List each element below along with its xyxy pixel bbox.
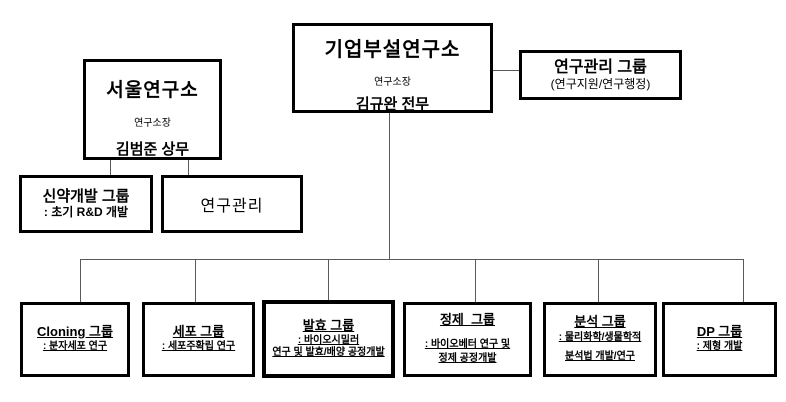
org-node-analysis-group: 분석 그룹 : 물리화학/생물학적 분석법 개발/연구 (543, 302, 657, 377)
node-line: : 바이오베터 연구 및 (424, 338, 511, 350)
node-title: Cloning 그룹 (37, 324, 113, 340)
connector-drop-cloning (80, 259, 81, 303)
connector-horizontal-bus (80, 259, 743, 260)
connector-drop-analysis (598, 259, 599, 303)
node-title: DP 그룹 (696, 324, 743, 340)
connector-drop-dp (743, 259, 744, 303)
connector-root-to-admin-group (493, 70, 519, 71)
connector-drop-fermentation (328, 259, 329, 303)
node-title: 연구관리 (200, 198, 264, 215)
node-title: 신약개발 그룹 (42, 188, 130, 206)
connector-seoul-to-drug-dev (110, 160, 111, 175)
org-node-dp-group: DP 그룹 : 제형 개발 (662, 302, 777, 377)
node-title: 연구관리 그룹 (554, 59, 647, 77)
node-person: 김규완 전무 (355, 96, 430, 113)
node-title: 발효 그룹 (302, 318, 355, 334)
node-line: : 바이오시밀러 (297, 334, 360, 346)
node-role: 연구소장 (374, 77, 411, 88)
org-node-research-admin-group: 연구관리 그룹 (연구지원/연구행정) (519, 50, 682, 100)
node-line: : 물리화학/생물학적 (558, 331, 642, 343)
connector-seoul-to-research-mgmt (188, 160, 189, 175)
connector-drop-cell (195, 259, 196, 303)
node-person: 김범준 상무 (115, 141, 190, 158)
org-node-corporate-research-institute: 기업부설연구소 연구소장 김규완 전무 (292, 23, 493, 113)
node-line: 연구 및 발효/배양 공정개발 (272, 347, 385, 359)
org-node-fermentation-group: 발효 그룹 : 바이오시밀러 연구 및 발효/배양 공정개발 (262, 300, 395, 378)
connector-root-vertical (389, 113, 390, 259)
node-line: : 분자세포 연구 (42, 341, 108, 353)
org-node-drug-development-group: 신약개발 그룹 : 초기 R&D 개발 (19, 175, 153, 233)
node-subtitle: (연구지원/연구행정) (550, 77, 651, 92)
node-title: 세포 그룹 (172, 324, 225, 340)
node-role: 연구소장 (134, 118, 171, 129)
node-title: 기업부설연구소 (324, 39, 461, 61)
org-node-cloning-group: Cloning 그룹 : 분자세포 연구 (20, 302, 130, 377)
org-node-purification-group: 정제 그룹 : 바이오베터 연구 및 정제 공정개발 (403, 302, 532, 377)
connector-drop-purification (475, 259, 476, 303)
node-title: 분석 그룹 (574, 314, 626, 330)
node-line: : 제형 개발 (696, 341, 743, 353)
org-node-seoul-lab: 서울연구소 연구소장 김범준 상무 (83, 59, 222, 160)
node-line: 분석법 개발/연구 (565, 351, 635, 363)
node-line: 정제 공정개발 (438, 353, 497, 365)
node-title: 서울연구소 (106, 80, 199, 101)
org-node-research-management: 연구관리 (161, 175, 303, 233)
org-node-cell-group: 세포 그룹 : 세포주확립 연구 (142, 302, 255, 377)
node-subtitle: : 초기 R&D 개발 (43, 205, 129, 220)
node-line: : 세포주확립 연구 (161, 341, 236, 353)
node-title: 정제 그룹 (439, 312, 496, 328)
